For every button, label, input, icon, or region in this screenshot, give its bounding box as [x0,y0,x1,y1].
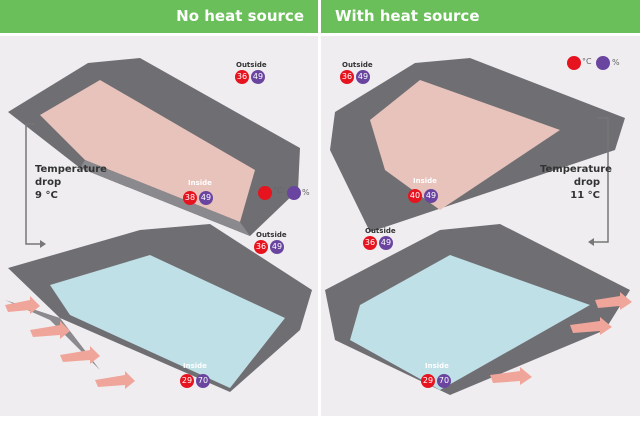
legend-temp-dot-right [567,56,581,70]
left-bottom-inside-label: Inside [183,362,207,370]
drop-line2: drop [35,177,62,188]
right-top-outside-temp: 36 [340,70,354,84]
left-bottom-inside-humidity: 70 [196,374,210,388]
left-bottom-outside-humidity: 49 [270,240,284,254]
left-bottom-inside-temp: 29 [180,374,194,388]
left-temperature-drop: Temperature drop 9 °C [35,163,107,202]
legend-humidity-dot [287,186,301,200]
right-top-inside-humidity: 49 [424,189,438,203]
right-bottom-inside-humidity: 70 [437,374,451,388]
left-top-outside-label: Outside [236,61,267,69]
building-right-bottom-icon [325,224,630,395]
right-bottom-inside-temp: 29 [421,374,435,388]
drop-value: 9 °C [35,190,58,201]
drop-arrowhead-right-icon [588,238,594,246]
right-top-outside-label: Outside [342,61,373,69]
drop-line1: Temperature [540,164,612,175]
legend-humidity-unit-right: % [612,58,620,67]
left-top-inside-label: Inside [188,179,212,187]
right-top-outside-humidity: 49 [356,70,370,84]
left-top-inside-humidity: 49 [199,191,213,205]
left-top-inside-temp: 38 [183,191,197,205]
drop-arrowhead-left-icon [40,240,46,248]
drop-arrow-right-icon [594,117,609,243]
left-top-outside-temp: 36 [235,70,249,84]
right-bottom-outside-label: Outside [365,227,396,235]
drop-value: 11 °C [570,190,600,201]
legend-temp-dot [258,186,272,200]
right-bottom-inside-label: Inside [425,362,449,370]
right-top-inside-temp: 40 [408,189,422,203]
drop-arrow-left-icon [25,123,40,245]
legend-temp-unit-right: °C [582,57,592,66]
airflow-arrows-icon [5,292,632,389]
left-top-outside-humidity: 49 [251,70,265,84]
header-with-heat-source: With heat source [321,0,640,33]
right-temperature-drop: Temperature drop 11 °C [540,163,612,202]
left-bottom-outside-label: Outside [256,231,287,239]
building-right-top-icon [330,58,625,232]
drop-line1: Temperature [35,164,107,175]
right-top-inside-label: Inside [413,177,437,185]
left-bottom-outside-temp: 36 [254,240,268,254]
legend-humidity-dot-right [596,56,610,70]
right-bottom-outside-humidity: 49 [379,236,393,250]
legend-temp-unit: °C [273,186,283,195]
drop-line2: drop [573,177,600,188]
right-bottom-outside-temp: 36 [363,236,377,250]
building-left-top-icon [8,58,300,236]
building-left-bottom-icon [5,224,312,392]
legend-humidity-unit: % [302,188,310,197]
header-no-heat-source: No heat source [0,0,318,33]
